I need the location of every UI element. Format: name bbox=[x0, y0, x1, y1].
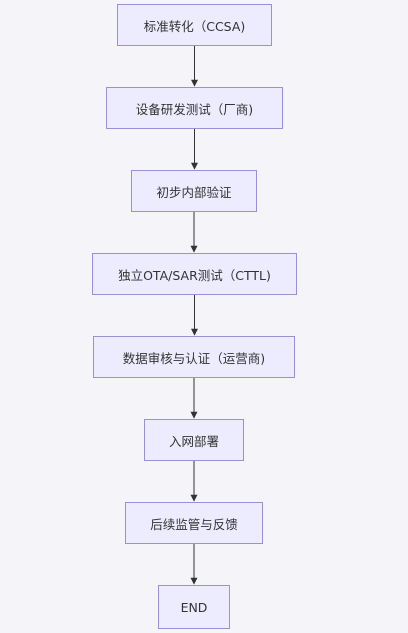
node-end: END bbox=[158, 585, 230, 629]
node-initial-internal-verification: 初步内部验证 bbox=[131, 170, 257, 212]
node-network-deployment: 入网部署 bbox=[144, 419, 244, 461]
node-independent-ota-sar-testing: 独立OTA/SAR测试（CTTL) bbox=[92, 253, 297, 295]
node-follow-up-supervision: 后续监管与反馈 bbox=[125, 502, 263, 544]
node-standard-conversion: 标准转化（CCSA) bbox=[117, 4, 272, 46]
node-data-review-certification: 数据审核与认证（运营商) bbox=[93, 336, 295, 378]
node-device-rnd-testing: 设备研发测试（厂商) bbox=[106, 87, 283, 129]
